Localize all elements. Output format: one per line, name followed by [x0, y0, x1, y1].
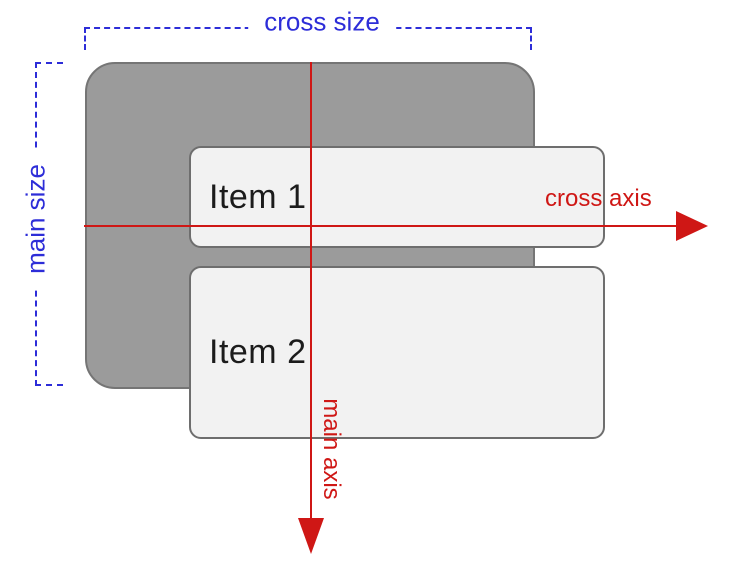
flex-item-1: Item 1 — [189, 146, 605, 248]
cross-axis-label: cross axis — [545, 185, 652, 212]
main-size-label: main size — [21, 148, 51, 290]
flex-item-2-label: Item 2 — [209, 333, 307, 371]
arrowhead-down-icon — [298, 518, 324, 554]
cross-axis-line — [84, 225, 676, 227]
flex-item-2: Item 2 — [189, 266, 605, 439]
main-axis-line — [310, 62, 312, 518]
arrowhead-right-icon — [676, 211, 708, 241]
cross-size-label: cross size — [248, 8, 396, 37]
main-axis-label: main axis — [318, 398, 346, 500]
flex-item-1-label: Item 1 — [209, 177, 307, 216]
